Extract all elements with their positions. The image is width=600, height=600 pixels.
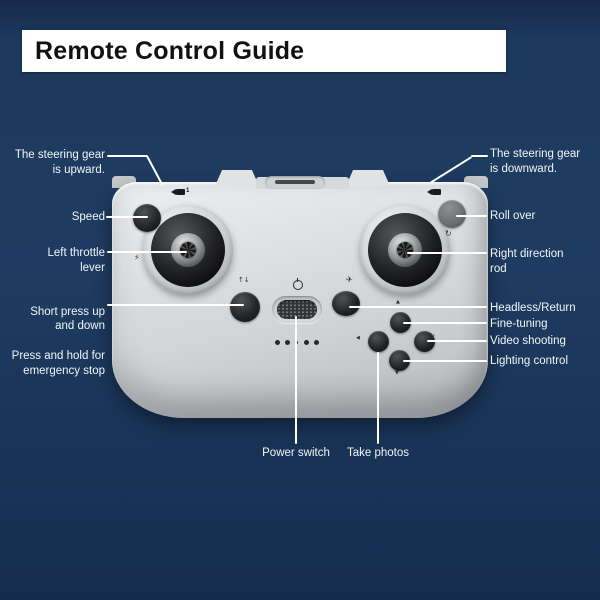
camera-channel-number: 1 (186, 188, 190, 194)
label-steering-up: The steering gear is upward. (14, 149, 105, 176)
title-panel: Remote Control Guide (22, 30, 506, 72)
leader-line-fine-tuning (403, 322, 487, 324)
headless-mode-icon: ✈ (346, 275, 353, 284)
leader-line-steering-up (107, 155, 148, 157)
speed-icon: ⚡ (134, 253, 140, 262)
label-video-shooting: Video shooting (490, 335, 566, 347)
leader-line-short-press (107, 304, 244, 306)
lighting-control-button (389, 350, 410, 371)
leader-line-roll-over (456, 215, 487, 217)
headless-return-button (332, 291, 360, 316)
remote-controller: 1 ⚡ ↑↓ ✈ (112, 168, 488, 430)
camera-up-icon: 1 (171, 188, 189, 195)
leader-line-speed (106, 216, 148, 218)
latch-slot (275, 180, 315, 184)
up-down-icon: ↑↓ (238, 276, 250, 284)
led-dot (304, 340, 309, 345)
left-joystick-rosette (180, 242, 196, 258)
take-photos-button (368, 331, 389, 352)
dpad-right-arrow-icon: ↻ (429, 332, 435, 340)
dpad-down-arrow-icon: ▼ (395, 370, 399, 376)
label-emergency-stop: Press and hold for emergency stop (11, 349, 105, 377)
right-joystick (360, 205, 450, 295)
camera-down-icon (427, 189, 441, 195)
roll-over-icon: ↻ (445, 229, 452, 238)
video-shooting-button (414, 331, 435, 352)
label-steering-down: The steering gear is downward. (490, 148, 581, 175)
leader-line-take-photos (377, 352, 379, 444)
label-lighting: Lighting control (490, 355, 568, 367)
roll-over-button (438, 200, 466, 228)
label-right-rod: Right direction rod (490, 248, 564, 275)
leader-line-video-shooting (427, 340, 487, 342)
up-down-emergency-button (230, 292, 260, 322)
led-dot (275, 340, 280, 345)
power-switch-button (272, 296, 322, 323)
leader-line-power-switch (295, 316, 297, 444)
leader-line-right-rod (407, 252, 487, 254)
label-power-switch: Power switch (262, 447, 330, 459)
leader-line-left-throttle (107, 251, 187, 253)
label-roll-over: Roll over (490, 210, 536, 222)
power-switch-texture (277, 300, 317, 319)
label-fine-tuning: Fine-tuning (490, 318, 548, 330)
right-joystick-rosette (397, 242, 413, 258)
led-dot (285, 340, 290, 345)
leader-line-lighting (403, 360, 487, 362)
label-speed: Speed (71, 211, 105, 223)
left-joystick (143, 205, 233, 295)
page-title: Remote Control Guide (35, 36, 305, 65)
dpad-up-arrow-icon: ▲ (396, 299, 400, 305)
leader-line-steering-down (471, 155, 488, 157)
top-latch (265, 176, 325, 189)
label-headless: Headless/Return (490, 302, 576, 314)
label-take-photos: Take photos (346, 447, 409, 459)
label-left-throttle: Left throttle lever (47, 247, 105, 274)
label-short-press: Short press up and down (30, 305, 105, 333)
leader-line-headless (349, 306, 487, 308)
dpad-left-arrow-icon: ◀ (356, 335, 360, 341)
fine-tuning-button (390, 312, 411, 333)
top-left-bump (215, 170, 259, 186)
power-icon (293, 278, 303, 290)
label-short-press-block: Short press up and down Press and hold f… (2, 290, 105, 393)
top-right-bump (346, 170, 390, 186)
speed-button (133, 204, 161, 232)
led-dot (314, 340, 319, 345)
